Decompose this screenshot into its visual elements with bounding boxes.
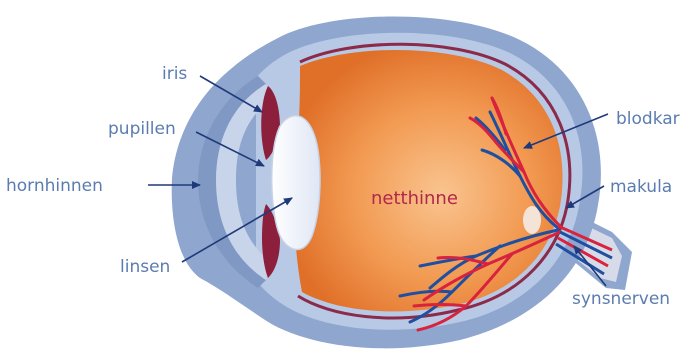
lens: [272, 116, 320, 250]
label-iris: iris: [162, 64, 187, 84]
label-hornhinnen: hornhinnen: [6, 176, 103, 196]
label-linsen: linsen: [120, 257, 170, 277]
label-makula: makula: [610, 177, 672, 197]
macula-spot: [523, 206, 541, 234]
label-synsnerven: synsnerven: [572, 289, 670, 309]
label-blodkar: blodkar: [616, 109, 680, 129]
label-netthinne: netthinne: [371, 188, 458, 209]
label-pupillen: pupillen: [108, 119, 176, 139]
label-hornhinnen-group: hornhinnen: [6, 176, 200, 196]
